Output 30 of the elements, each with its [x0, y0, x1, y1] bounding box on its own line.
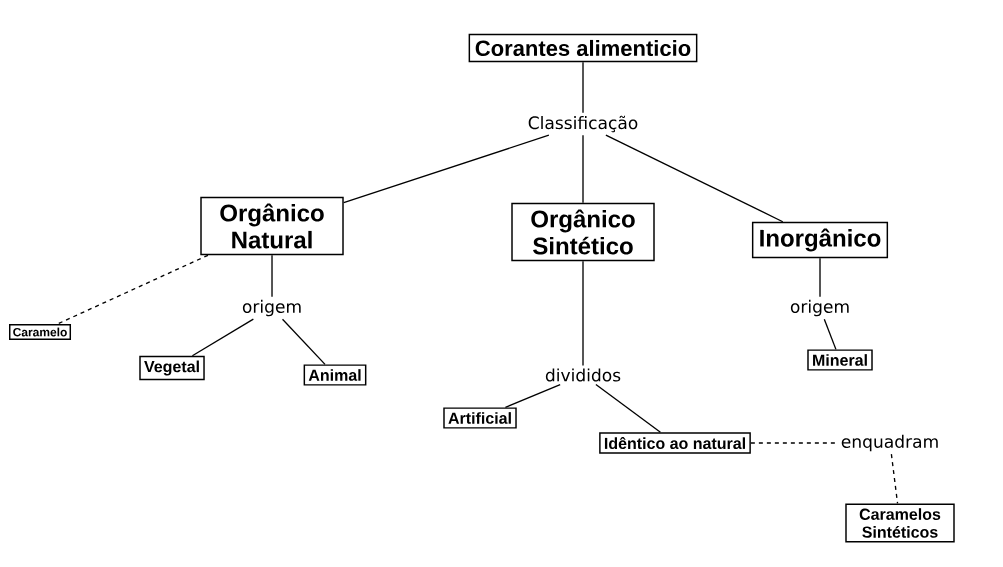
- concept-box: Caramelo: [9, 323, 72, 341]
- concept-box: Orgânico Natural: [200, 196, 344, 256]
- linking-phrase: Classificação: [525, 113, 641, 135]
- connector-line: [271, 254, 273, 298]
- linking-phrase: enquadram: [838, 432, 942, 454]
- connector-line: [819, 257, 821, 298]
- connector-line: [281, 318, 326, 366]
- connector-line: [504, 383, 561, 409]
- concept-box: Vegetal: [139, 355, 205, 381]
- linking-phrase: divididos: [542, 365, 624, 385]
- concept-box: Artificial: [443, 407, 517, 429]
- concept-box: Mineral: [807, 349, 873, 371]
- connector-line: [582, 61, 584, 114]
- linking-phrase: origem: [787, 297, 853, 319]
- connector-line: [191, 318, 254, 357]
- connector-line: [582, 134, 584, 204]
- concept-box: Idêntico ao natural: [599, 432, 751, 454]
- connector-line: [57, 254, 209, 325]
- connector-line: [343, 134, 550, 204]
- connector-line: [823, 318, 837, 351]
- connector-line: [890, 453, 899, 505]
- linking-phrase: origem: [239, 297, 305, 319]
- connector-line: [605, 134, 784, 223]
- concept-box: Inorgânico: [751, 221, 889, 259]
- concept-box: Orgânico Sintético: [511, 202, 655, 262]
- connector-line: [595, 383, 662, 433]
- concept-box: Caramelos Sintéticos: [845, 503, 955, 543]
- concept-box: Corantes alimenticio: [468, 33, 698, 63]
- connector-line: [582, 260, 584, 367]
- concept-box: Animal: [303, 364, 367, 386]
